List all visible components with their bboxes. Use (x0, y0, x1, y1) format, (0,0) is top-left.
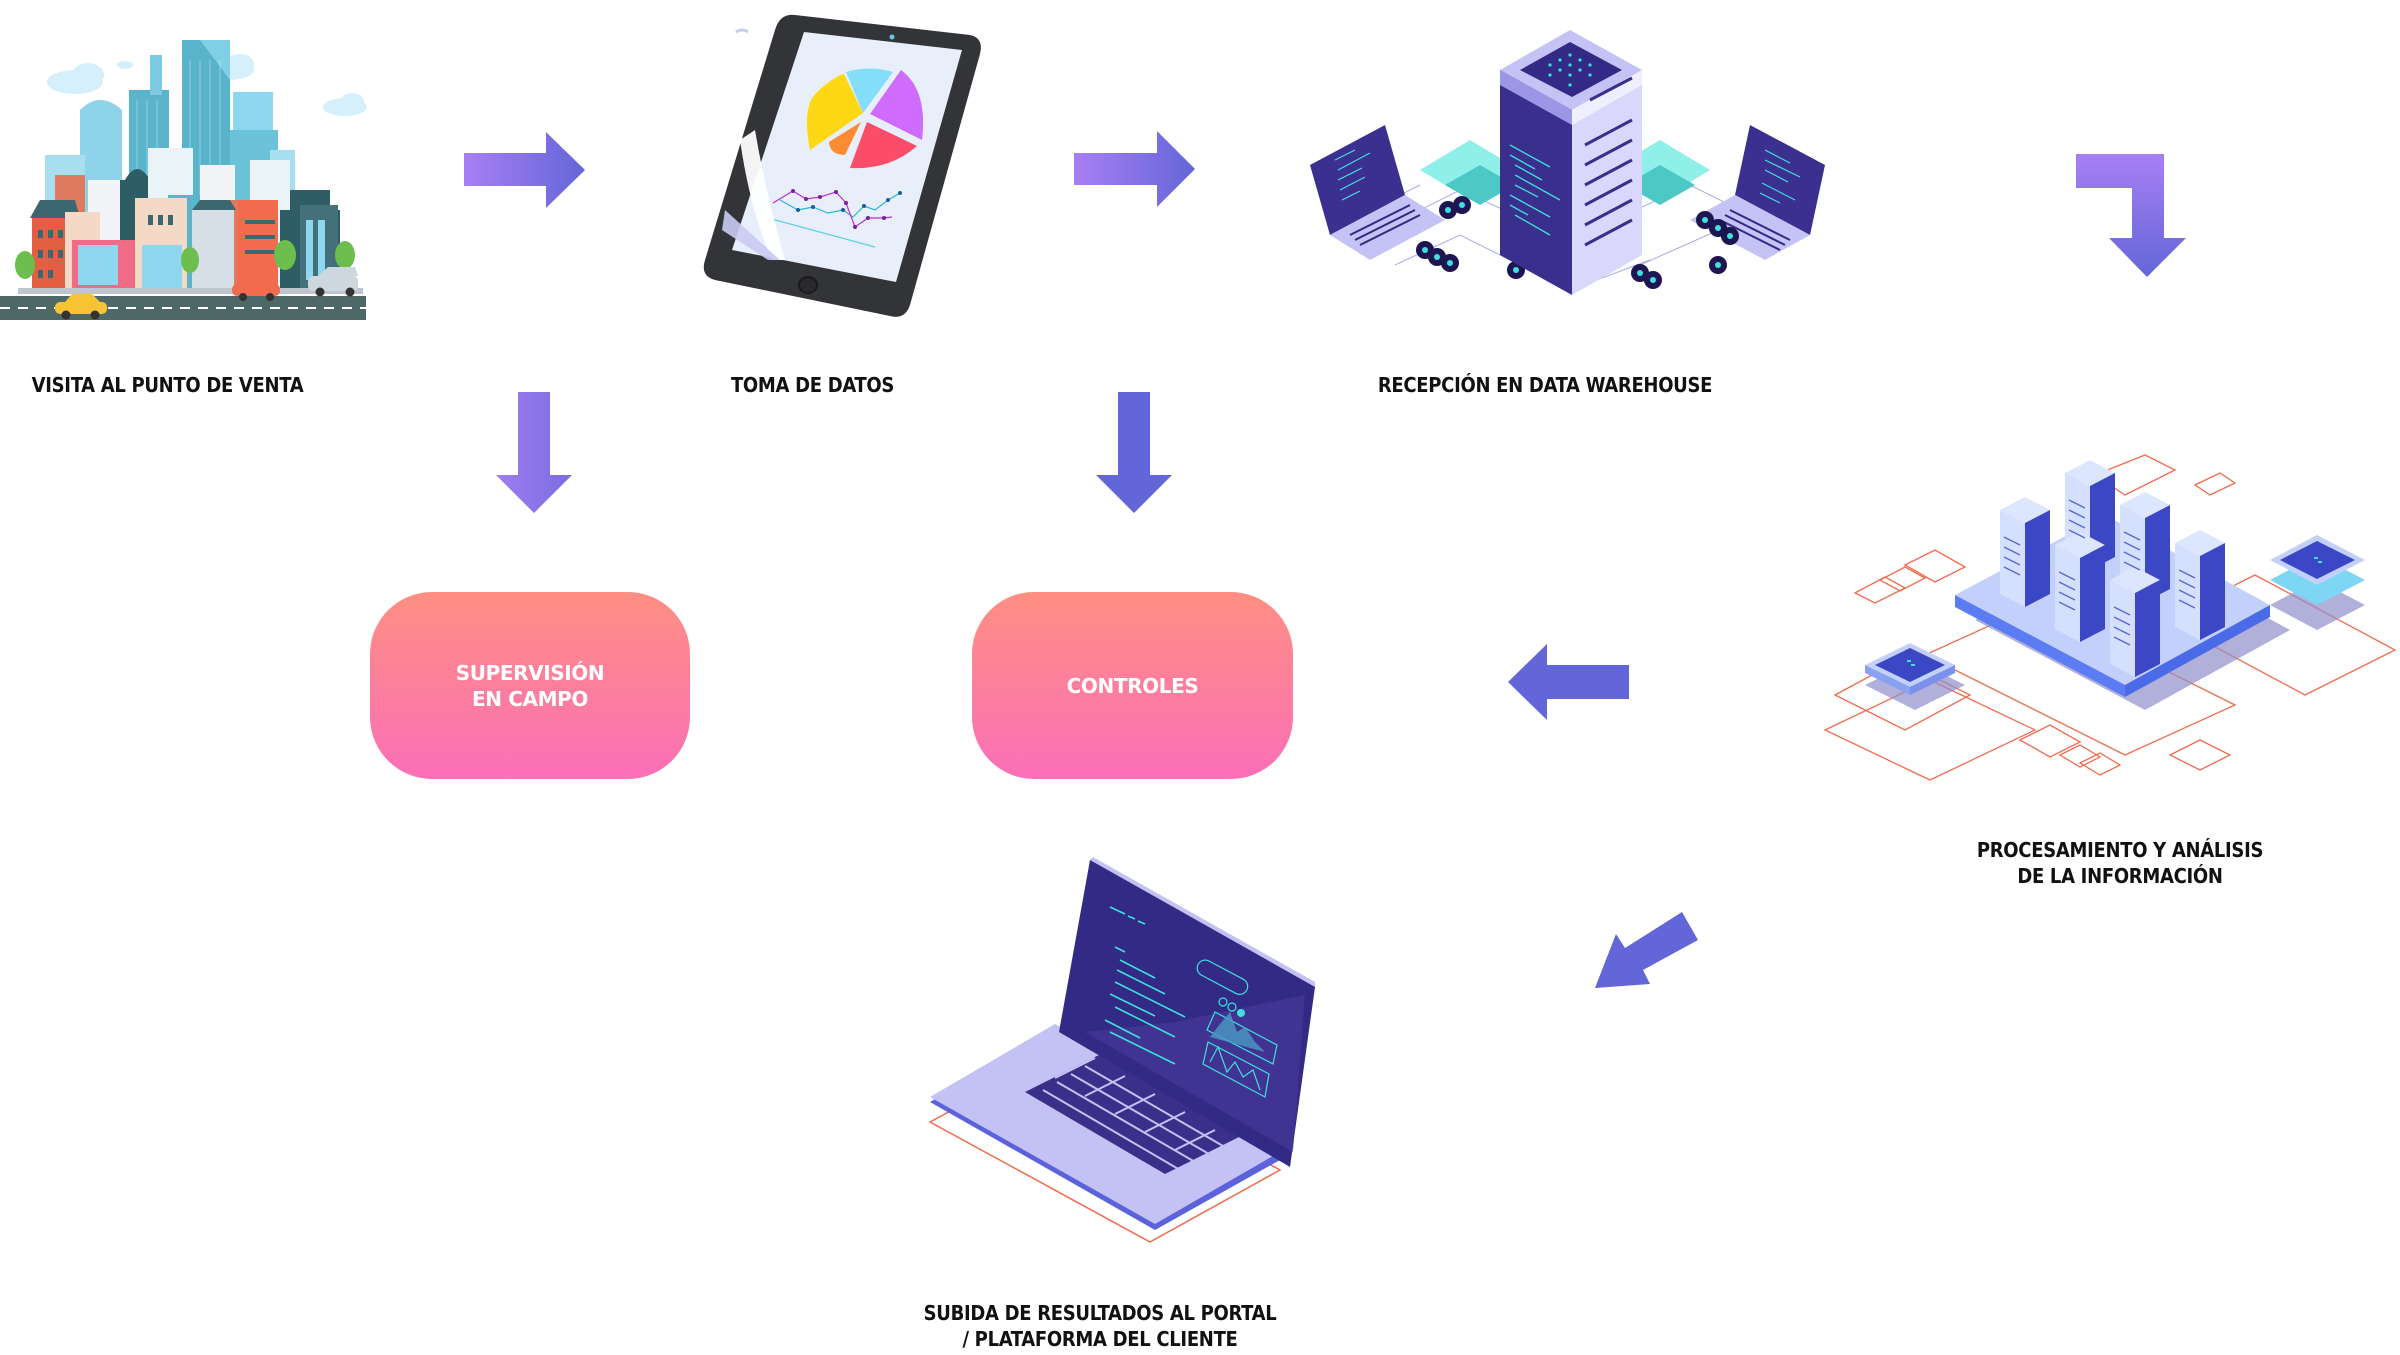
line-chart-icon (767, 190, 901, 248)
arrow-left-icon (1508, 644, 1629, 720)
chip-icon (1865, 535, 2365, 710)
label-line: SUBIDA DE RESULTADOS AL PORTAL (923, 1301, 1277, 1325)
label-line: DE LA INFORMACIÓN (2017, 864, 2223, 888)
arrow-down-left-icon (1595, 912, 1698, 988)
label-line: / PLATAFORMA DEL CLIENTE (962, 1327, 1238, 1351)
pie-chart-icon (806, 68, 924, 169)
label-line: PROCESAMIENTO Y ANÁLISIS (1976, 838, 2264, 862)
step-label-subida: SUBIDA DE RESULTADOS AL PORTAL / PLATAFO… (900, 1300, 1300, 1352)
box-label-line: CONTROLES (1066, 673, 1199, 698)
laptop-dashboard-illustration (928, 857, 1315, 1243)
server-rack-icon (2000, 460, 2225, 677)
car-icon (55, 267, 358, 320)
box-label-line: SUPERVISIÓN (455, 660, 605, 685)
arrow-down-icon (1096, 392, 1172, 513)
server-tower-illustration (1310, 30, 1825, 295)
box-controles: CONTROLES (972, 592, 1293, 779)
arrow-right-icon (464, 132, 585, 208)
step-label-recepcion: RECEPCIÓN EN DATA WAREHOUSE (1377, 373, 1713, 397)
step-label-visita: VISITA AL PUNTO DE VENTA (31, 373, 304, 397)
tablet-chart-illustration (703, 14, 981, 317)
step-label-toma: TOMA DE DATOS (730, 373, 895, 397)
step-label-procesamiento: PROCESAMIENTO Y ANÁLISIS DE LA INFORMACI… (1940, 837, 2300, 889)
arrow-down-icon (496, 392, 572, 513)
server-cluster-illustration (1823, 454, 2397, 781)
box-supervision-en-campo: SUPERVISIÓN EN CAMPO (370, 592, 690, 779)
arrow-corner-down-icon (2076, 154, 2186, 277)
box-label-line: EN CAMPO (472, 686, 588, 711)
city-illustration (0, 40, 367, 320)
tree-icon (15, 240, 355, 279)
arrow-right-icon (1074, 131, 1195, 207)
